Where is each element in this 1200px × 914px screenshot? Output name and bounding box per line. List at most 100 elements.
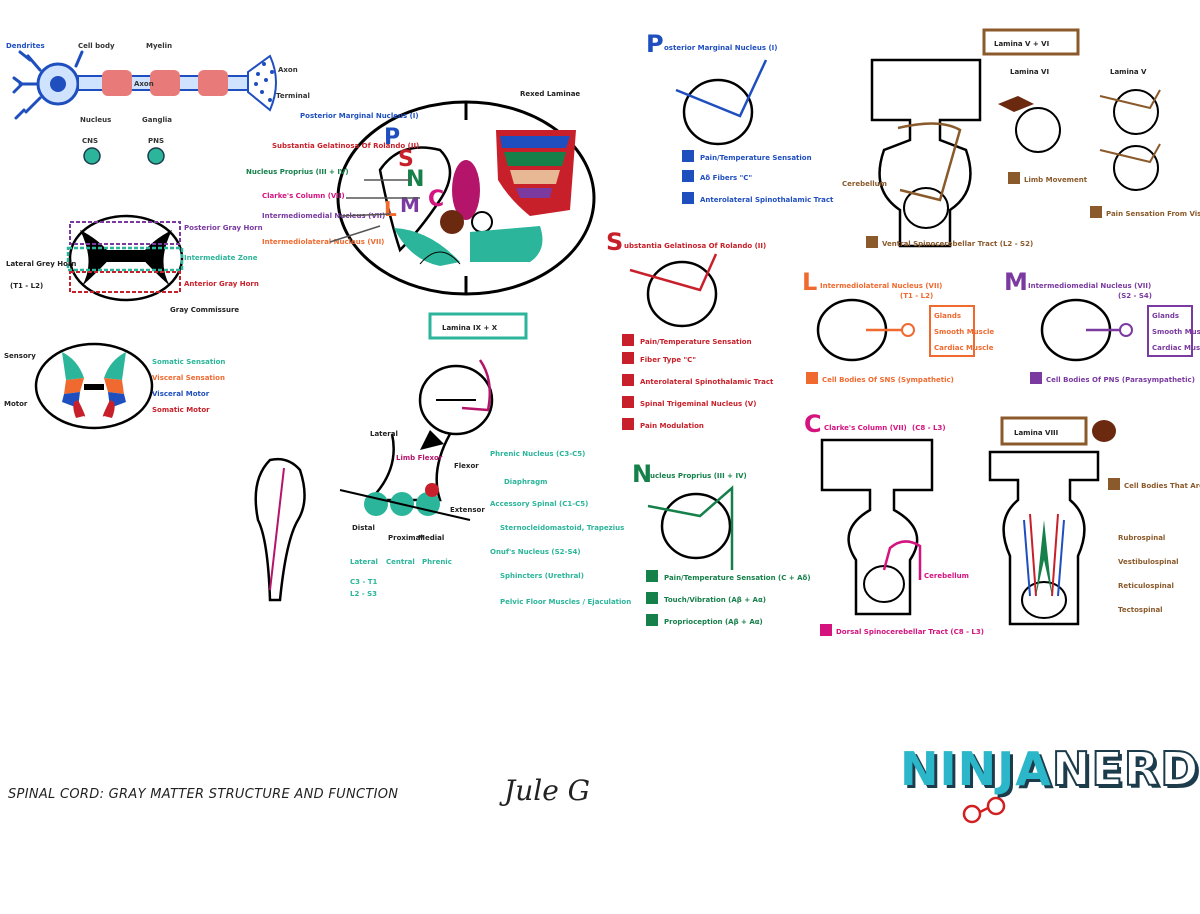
label-myelin: Myelin [146,42,172,50]
page-title: SPINAL CORD: GRAY MATTER STRUCTURE AND F… [8,787,398,802]
lamina-v-vi-cerebellum: Cerebellum [842,180,887,188]
label-rexed-laminae: Rexed Laminae [520,90,580,98]
label-phrenic-nucleus: Phrenic Nucleus (C3-C5) [490,450,585,458]
label-terminal: Terminal [276,92,310,100]
cns-dot [84,148,100,164]
panel-l-range: (T1 - L2) [900,292,933,300]
label-lateral-range: (T1 - L2) [10,282,43,290]
label-intermediolateral-center: Intermediolateral Nucleus (VII) [262,238,384,246]
glasses-icon [964,798,1004,822]
label-onuf-sub2: Pelvic Floor Muscles / Ejaculation [500,598,631,606]
label-bottom-phrenic: Phrenic [422,558,452,566]
label-clarke-center: Clarke's Column (VII) [262,192,345,200]
panel-substantia-gelatinosa: S ubstantia Gelatinosa Of Rolando (II) P… [606,228,774,430]
ninja-nerd-logo: NINJANERD [900,742,1199,796]
label-lateral-pool: Lateral [370,430,398,438]
lamina-viii-item-3: Vestibulospinal [1118,558,1179,566]
label-nucleus: Nucleus [80,116,111,124]
panel-m-title: Intermediomedial Nucleus (VII) [1028,282,1151,290]
label-dendrites: Dendrites [6,42,45,50]
label-bottom-lateral: Lateral [350,558,378,566]
letter-l: L [384,197,397,221]
panel-n-item-1: Pain/Temperature Sensation (C + Aδ) [664,574,811,582]
label-lateral-grey-horn: Lateral Grey Horn [6,260,76,268]
lamina-vi-legend: Limb Movement [1024,176,1088,184]
gray-horn-diagram: Posterior Gray Horn Intermediate Zone An… [6,216,263,314]
label-visceral-motor: Visceral Motor [152,390,210,398]
panel-l-caption: Cell Bodies Of SNS (Sympathetic) [822,376,954,384]
myelin-sheath [198,70,228,96]
panel-nucleus-proprius: N ucleus Proprius (III + IV) Pain/Temper… [632,460,811,626]
panel-s-item-1: Pain/Temperature Sensation [640,338,752,346]
signature: Jule G [499,774,590,807]
panel-l-letter: L [802,268,817,296]
label-pns: PNS [148,137,164,145]
axon-terminal-shape [248,56,276,110]
panel-c-letter: C [804,410,822,438]
label-cns: CNS [82,137,98,145]
panel-m-box-3: Cardiac Muscle [1152,344,1200,352]
label-posterior-marginal-center: Posterior Marginal Nucleus (I) [300,112,419,120]
label-range-l2-s3: L2 - S3 [350,590,377,598]
myelin-sheath [102,70,132,96]
label-intermediate-zone: Intermediate Zone [184,254,258,262]
label-axon: Axon [134,80,154,88]
panel-p-item-3: Anterolateral Spinothalamic Tract [700,196,834,204]
panel-s-item-2: Fiber Type "C" [640,356,696,364]
label-axon-terminal: Axon [278,66,298,74]
label-onuf-nucleus: Onuf's Nucleus (S2-S4) [490,548,581,556]
label-sensory: Sensory [4,352,36,360]
functional-diagram: Sensory Motor Somatic Sensation Visceral… [4,344,225,428]
neuron-diagram: Dendrites Cell body Myelin Axon Axon Ter… [6,42,310,164]
logo-ninja-word: NINJA [900,742,1052,796]
panel-m-range: (S2 - S4) [1118,292,1152,300]
panel-clarkes-column: C Clarke's Column (VII) (C8 - L3) Cerebe… [804,410,984,636]
panel-intermediomedial: M Intermediomedial Nucleus (VII) (S2 - S… [1004,268,1200,384]
label-somatic-motor: Somatic Motor [152,406,210,414]
label-ganglia: Ganglia [142,116,172,124]
panel-m-box-2: Smooth Muscle [1152,328,1200,336]
panel-l-box-3: Cardiac Muscle [934,344,994,352]
lamina-ix-x-diagram: Lamina IX + X Lateral Limb Flexor Distal… [256,314,632,606]
panel-posterior-marginal: P osterior Marginal Nucleus (I) Pain/Tem… [646,30,834,204]
label-bottom-central: Central [386,558,415,566]
panel-s-title: ubstantia Gelatinosa Of Rolando (II) [624,242,766,250]
neuron-nucleus [50,76,66,92]
panel-m-caption: Cell Bodies Of PNS (Parasympathetic) [1046,376,1195,384]
panel-s-item-4: Spinal Trigeminal Nucleus (V) [640,400,756,408]
lamina-vi-label: Lamina VI [1010,68,1049,76]
lamina-viii-item-2: Rubrospinal [1118,534,1165,542]
lamina-v-vi-caption: Ventral Spinocerebellar Tract (L2 - S2) [882,240,1033,248]
label-range-c3-t1: C3 - T1 [350,578,378,586]
label-cell-body: Cell body [78,42,115,50]
central-canal [472,212,492,232]
panel-lamina-v-vi: Lamina V + VI Lamina VI Lamina V Limb Mo… [842,30,1200,248]
label-accessory-spinal: Accessory Spinal (C1-C5) [490,500,588,508]
panel-intermediolateral: L Intermediolateral Nucleus (VII) (T1 - … [802,268,994,384]
panel-c-tag: Cerebellum [924,572,969,580]
label-limb-flexor: Limb Flexor [396,454,443,462]
label-gray-commissure: Gray Commissure [170,306,239,314]
label-extensor: Extensor [450,506,485,514]
panel-m-letter: M [1004,268,1028,296]
panel-m-box-1: Glands [1152,312,1179,320]
panel-c-caption: Dorsal Spinocerebellar Tract (C8 - L3) [836,628,984,636]
label-flexor: Flexor [454,462,479,470]
central-cord-diagram: P S N C L M Rexed Laminae Posterior Marg… [246,90,594,294]
clarke-dot [440,210,464,234]
label-diaphragm: Diaphragm [504,478,547,486]
panel-l-box-2: Smooth Muscle [934,328,994,336]
panel-l-box-1: Glands [934,312,961,320]
panel-c-title: Clarke's Column (VII) [824,424,907,432]
lamina-ix-x-label: Lamina IX + X [442,324,498,332]
pns-dot [148,148,164,164]
label-intermediomedial-center: Intermediomedial Nucleus (VII) [262,212,385,220]
panel-p-title: osterior Marginal Nucleus (I) [664,44,777,52]
label-onuf-sub1: Sphincters (Urethral) [500,572,584,580]
panel-p-item-1: Pain/Temperature Sensation [700,154,812,162]
panel-n-item-2: Touch/Vibration (Aβ + Aα) [664,596,766,604]
panel-lamina-viii: Lamina VIII Cell Bodies That Are Synapse… [990,418,1200,624]
label-motor: Motor [4,400,28,408]
lamina-viii-item-5: Tectospinal [1118,606,1163,614]
label-medial-pool: Medial [418,534,444,542]
